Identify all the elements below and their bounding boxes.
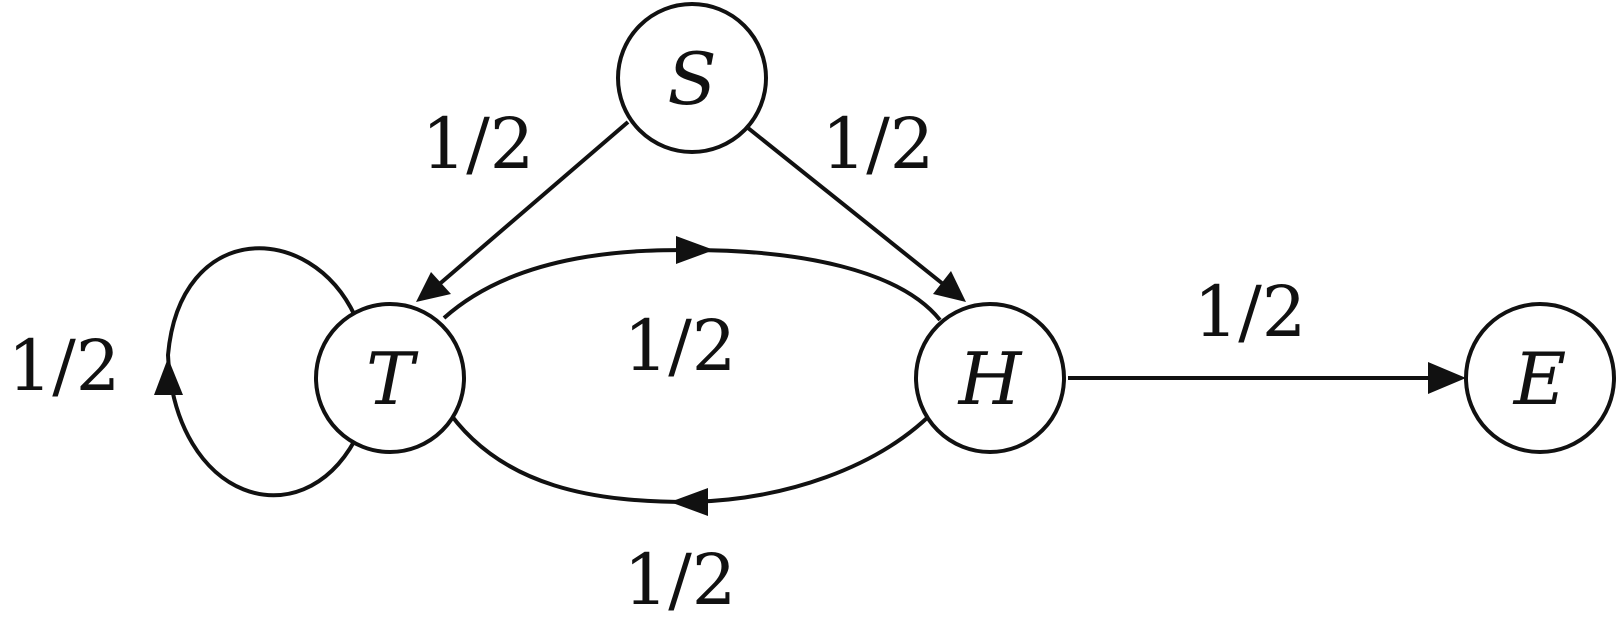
arrowhead-s-to-t — [416, 272, 451, 302]
arrowhead-t-to-t — [154, 358, 183, 395]
node-t-circle — [314, 302, 466, 454]
node-s-circle — [616, 2, 768, 154]
node-e-circle — [1464, 302, 1616, 454]
node-s: S — [616, 2, 768, 154]
node-h: H — [914, 302, 1066, 454]
arrowhead-h-to-t — [670, 488, 708, 516]
edge-label-s-to-h: 1/2 — [822, 103, 935, 185]
edge-s-to-h — [746, 126, 950, 290]
edge-h-to-t — [442, 403, 942, 505]
node-h-circle — [914, 302, 1066, 454]
edge-label-t-to-h: 1/2 — [624, 305, 737, 387]
edge-label-t-to-t: 1/2 — [8, 325, 121, 407]
arrowhead-t-to-h — [676, 236, 714, 264]
edge-s-to-t — [434, 120, 630, 289]
node-e: E — [1464, 302, 1616, 454]
nodes: S T H E — [314, 2, 1616, 454]
node-s-label: S — [667, 37, 716, 121]
node-e-label: E — [1512, 337, 1567, 421]
edge-label-h-to-t: 1/2 — [624, 539, 737, 621]
edge-label-h-to-e: 1/2 — [1194, 271, 1307, 353]
node-t-label: T — [366, 337, 419, 421]
node-t: T — [314, 302, 466, 454]
arrowhead-s-to-h — [933, 271, 966, 302]
edge-labels: 1/2 1/2 1/2 1/2 1/2 1/2 — [8, 103, 1307, 621]
arrowhead-h-to-e — [1428, 362, 1466, 394]
edges — [154, 120, 1466, 516]
edge-label-s-to-t: 1/2 — [422, 103, 535, 185]
node-h-label: H — [957, 337, 1023, 421]
edge-t-to-t — [165, 246, 357, 498]
